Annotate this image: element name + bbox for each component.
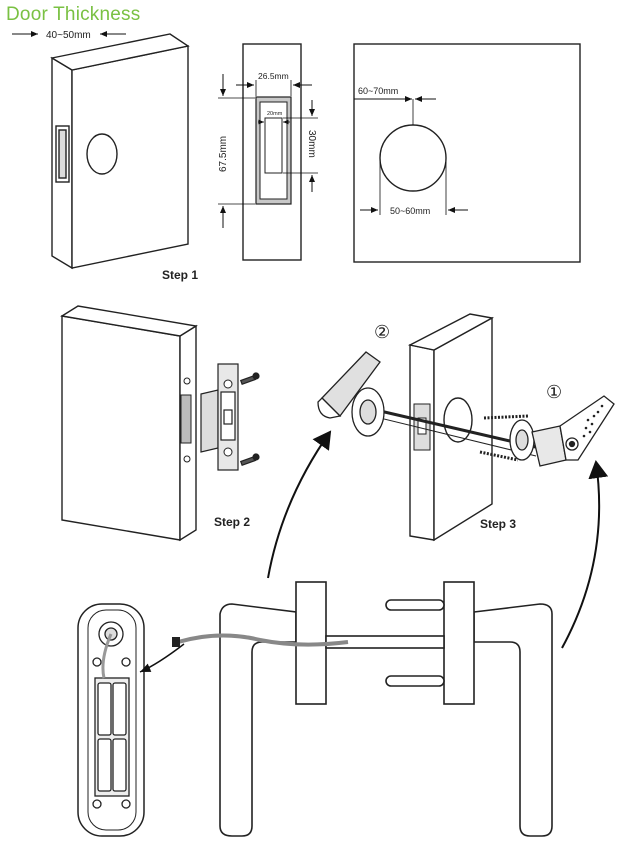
step-3-label: Step 3 [480,517,516,531]
battery-back-panel [77,603,145,837]
marker-one: ① [546,382,562,402]
inner-width-label: 20mm [267,111,283,117]
cable [172,633,349,647]
step-1-label: Step 1 [162,268,198,282]
hole-offset-label: 60~70mm [358,86,398,96]
arrow-to-inside-handle [267,430,332,579]
door-thickness-dimension: 40~50mm [12,30,126,41]
arrow-to-keypad-handle [561,460,609,649]
step-2-label: Step 2 [214,515,250,529]
inner-height-label: 30mm [306,130,317,158]
door-thickness-label: 40~50mm [46,30,91,41]
screw-bottom [239,453,260,467]
keypad-dots [582,404,604,438]
door-face-view: 60~70mm 50~60mm [353,43,581,263]
door-thickness-view [50,33,190,270]
latch-assembly [200,363,260,471]
marker-two: ② [374,322,390,342]
step-2-door [60,305,198,542]
step-3-door [407,313,495,542]
hole-diameter-label: 50~60mm [390,206,430,216]
handles-side-view [219,581,553,837]
screw-top [239,372,260,386]
keypad-handle-outside [509,395,615,467]
arrow-cable-to-panel [139,643,185,673]
mortise-front-view: 26.5mm 20mm 67.5mm 30mm [218,43,318,261]
mortise-height-label: 67.5mm [218,136,229,172]
page-title: Door Thickness [6,4,141,25]
mortise-width-label: 26.5mm [258,71,289,81]
battery-cells [97,682,127,792]
outer-handle-inside [317,351,385,437]
